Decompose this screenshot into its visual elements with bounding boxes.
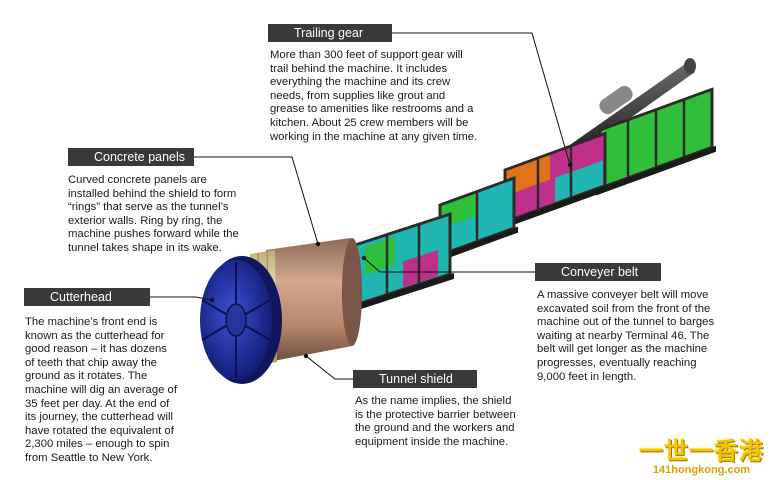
concrete-panels-description: Curved concrete panels are installed beh… xyxy=(68,174,239,254)
conveyer-belt-label: Conveyer belt xyxy=(535,263,661,281)
trailing-gear-description: More than 300 feet of support gear will … xyxy=(270,49,478,143)
site-watermark: 一世一香港 141hongkong.com xyxy=(639,431,764,476)
conveyer-belt-description: A massive conveyer belt will move excava… xyxy=(537,289,715,383)
gantry-module-3 xyxy=(501,131,609,230)
tunnel-shield-description: As the name implies, the shield is the p… xyxy=(355,395,516,448)
watermark-url: 141hongkong.com xyxy=(652,464,751,476)
gantry-module-1 xyxy=(351,212,454,313)
leader-lines xyxy=(150,32,571,380)
tunnel-shield-label: Tunnel shield xyxy=(353,370,477,388)
leader-dots xyxy=(209,162,573,359)
concrete-panels-label: Concrete panels xyxy=(68,148,194,166)
tunnel-shield xyxy=(266,238,362,362)
gantry-module-4 xyxy=(596,87,716,196)
cutterhead xyxy=(200,256,282,384)
cutterhead-description: The machine’s front end is known as the … xyxy=(25,316,177,464)
watermark-chinese-text: 一世一香港 xyxy=(639,437,764,465)
cutterhead-label: Cutterhead xyxy=(24,288,150,306)
gantry-module-2 xyxy=(436,176,518,263)
trailing-gear-label: Trailing gear xyxy=(268,24,392,42)
